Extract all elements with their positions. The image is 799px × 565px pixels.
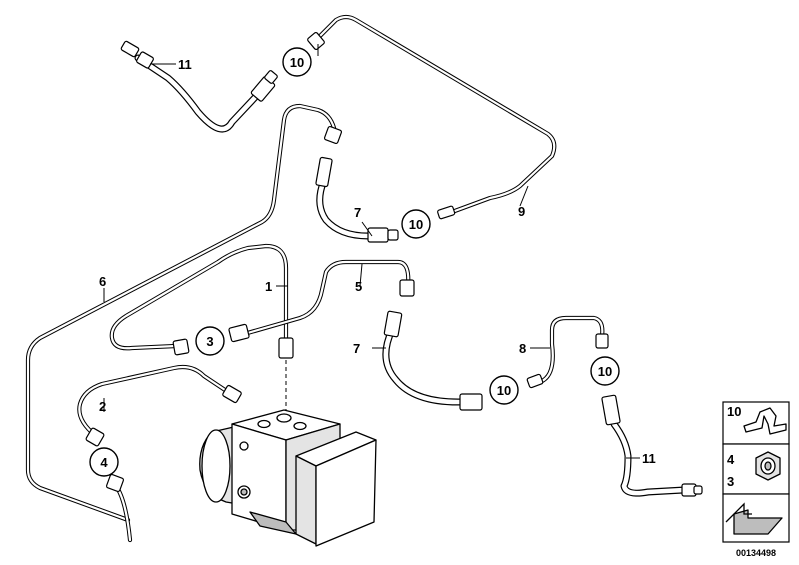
callout-7-upper: 7 xyxy=(354,205,361,220)
legend-clip-box: 10 xyxy=(722,401,790,445)
callout-11-lower: 11 xyxy=(642,451,656,466)
brake-hose-7-upper xyxy=(315,125,399,243)
svg-text:10: 10 xyxy=(727,404,741,419)
callout-5: 5 xyxy=(355,279,362,294)
callout-7-lower: 7 xyxy=(353,341,360,356)
callout-2: 2 xyxy=(99,399,106,414)
brake-pipe-1 xyxy=(109,243,294,359)
brake-pipe-8 xyxy=(526,315,609,389)
arrow-icon xyxy=(725,502,783,535)
callout-circle-4: 4 xyxy=(89,447,119,477)
nut-fitting-icon xyxy=(755,451,781,481)
clip-icon xyxy=(743,407,787,435)
callout-11-upper: 11 xyxy=(178,57,192,72)
brake-hose-11-upper xyxy=(120,40,278,133)
brake-hose-11-lower xyxy=(601,394,703,497)
brake-pipe-2 xyxy=(77,364,242,447)
leader-lines xyxy=(103,44,640,459)
callout-circle-10-top: 10 xyxy=(282,47,312,77)
callout-9: 9 xyxy=(518,204,525,219)
svg-text:3: 3 xyxy=(206,334,213,349)
callout-circle-10-mid: 10 xyxy=(401,209,431,239)
legend-next-page-box[interactable] xyxy=(722,493,790,543)
brake-pipe-9 xyxy=(307,14,557,220)
callout-circle-10-lower: 10 xyxy=(489,375,519,405)
svg-text:4: 4 xyxy=(100,455,108,470)
callout-8: 8 xyxy=(519,341,526,356)
svg-text:3: 3 xyxy=(727,474,734,489)
callout-1: 1 xyxy=(265,279,272,294)
callout-circle-10-right: 10 xyxy=(590,356,620,386)
diagram-id-label: 00134498 xyxy=(736,548,776,558)
svg-text:10: 10 xyxy=(598,364,612,379)
brake-pipe-6 xyxy=(25,103,337,523)
legend-nut-box: 4 3 xyxy=(722,443,790,495)
brake-pipe-5 xyxy=(228,259,415,343)
callout-6: 6 xyxy=(99,274,106,289)
svg-text:10: 10 xyxy=(409,217,423,232)
abs-hydraulic-unit xyxy=(199,409,377,547)
brake-pipe-4-section xyxy=(105,473,133,543)
callout-circle-3: 3 xyxy=(195,326,225,356)
svg-text:4: 4 xyxy=(727,452,735,467)
svg-text:10: 10 xyxy=(290,55,304,70)
svg-text:10: 10 xyxy=(497,383,511,398)
brake-hose-7-lower xyxy=(382,310,483,411)
